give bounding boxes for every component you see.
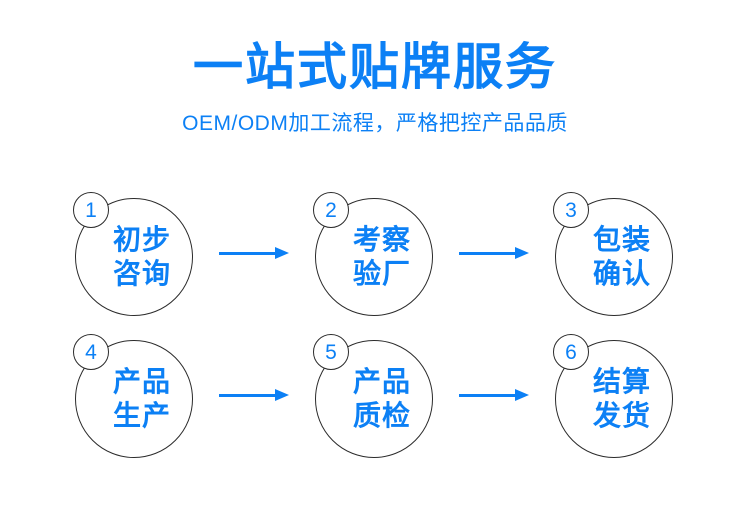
arrow-right-icon bbox=[437, 244, 553, 264]
step-label: 考察 验厂 bbox=[313, 192, 437, 316]
step-label-line-1: 产品 bbox=[112, 366, 171, 397]
step-label-line-2: 发货 bbox=[592, 400, 651, 431]
arrow-right-icon bbox=[197, 244, 313, 264]
step-label-line-2: 验厂 bbox=[352, 258, 411, 289]
arrow-head bbox=[515, 389, 529, 401]
process-flow-row-1: 1 初步 咨询 2 考察 验厂 bbox=[0, 192, 750, 316]
step-label-line-1: 包装 bbox=[592, 224, 651, 255]
step-number-badge: 4 bbox=[73, 334, 109, 370]
page-subtitle: OEM/ODM加工流程，严格把控产品品质 bbox=[182, 112, 568, 135]
step-circle-outline bbox=[75, 340, 193, 458]
step-label: 产品 质检 bbox=[313, 334, 437, 458]
process-step-5[interactable]: 5 产品 质检 bbox=[313, 334, 437, 458]
step-label: 结算 发货 bbox=[553, 334, 677, 458]
step-label: 包装 确认 bbox=[553, 192, 677, 316]
step-label-line-1: 结算 bbox=[592, 366, 651, 397]
header: 一站式贴牌服务 OEM/ODM加工流程，严格把控产品品质 bbox=[0, 38, 750, 138]
arrow-shaft bbox=[219, 394, 277, 397]
process-flow-row-2: 4 产品 生产 5 产品 质检 bbox=[0, 334, 750, 458]
page-title: 一站式贴牌服务 bbox=[193, 39, 557, 95]
step-label-line-2: 咨询 bbox=[112, 258, 171, 289]
step-label-line-2: 生产 bbox=[112, 400, 171, 431]
step-number: 3 bbox=[565, 198, 577, 222]
step-circle-outline bbox=[555, 198, 673, 316]
arrow-right-icon bbox=[197, 386, 313, 406]
step-number: 1 bbox=[85, 198, 97, 222]
step-label-line-1: 考察 bbox=[352, 224, 411, 255]
step-number: 6 bbox=[565, 340, 577, 364]
step-number: 4 bbox=[85, 340, 97, 364]
step-number-badge: 2 bbox=[313, 192, 349, 228]
process-step-2[interactable]: 2 考察 验厂 bbox=[313, 192, 437, 316]
step-label: 产品 生产 bbox=[73, 334, 197, 458]
step-number-badge: 5 bbox=[313, 334, 349, 370]
process-step-1[interactable]: 1 初步 咨询 bbox=[73, 192, 197, 316]
step-number-badge: 6 bbox=[553, 334, 589, 370]
arrow-head bbox=[275, 389, 289, 401]
step-number: 5 bbox=[325, 340, 337, 364]
step-label-line-2: 质检 bbox=[352, 400, 411, 431]
arrow-shaft bbox=[219, 252, 277, 255]
step-circle-outline bbox=[555, 340, 673, 458]
process-step-4[interactable]: 4 产品 生产 bbox=[73, 334, 197, 458]
arrow-right-icon bbox=[437, 386, 553, 406]
step-circle-outline bbox=[315, 340, 433, 458]
step-circle-outline bbox=[75, 198, 193, 316]
process-step-3[interactable]: 3 包装 确认 bbox=[553, 192, 677, 316]
step-number-badge: 1 bbox=[73, 192, 109, 228]
step-circle-outline bbox=[315, 198, 433, 316]
arrow-shaft bbox=[459, 252, 517, 255]
step-label-line-1: 初步 bbox=[112, 224, 171, 255]
process-step-6[interactable]: 6 结算 发货 bbox=[553, 334, 677, 458]
step-number-badge: 3 bbox=[553, 192, 589, 228]
arrow-shaft bbox=[459, 394, 517, 397]
step-number: 2 bbox=[325, 198, 337, 222]
step-label-line-1: 产品 bbox=[352, 366, 411, 397]
arrow-head bbox=[515, 247, 529, 259]
arrow-head bbox=[275, 247, 289, 259]
step-label: 初步 咨询 bbox=[73, 192, 197, 316]
step-label-line-2: 确认 bbox=[592, 258, 651, 289]
